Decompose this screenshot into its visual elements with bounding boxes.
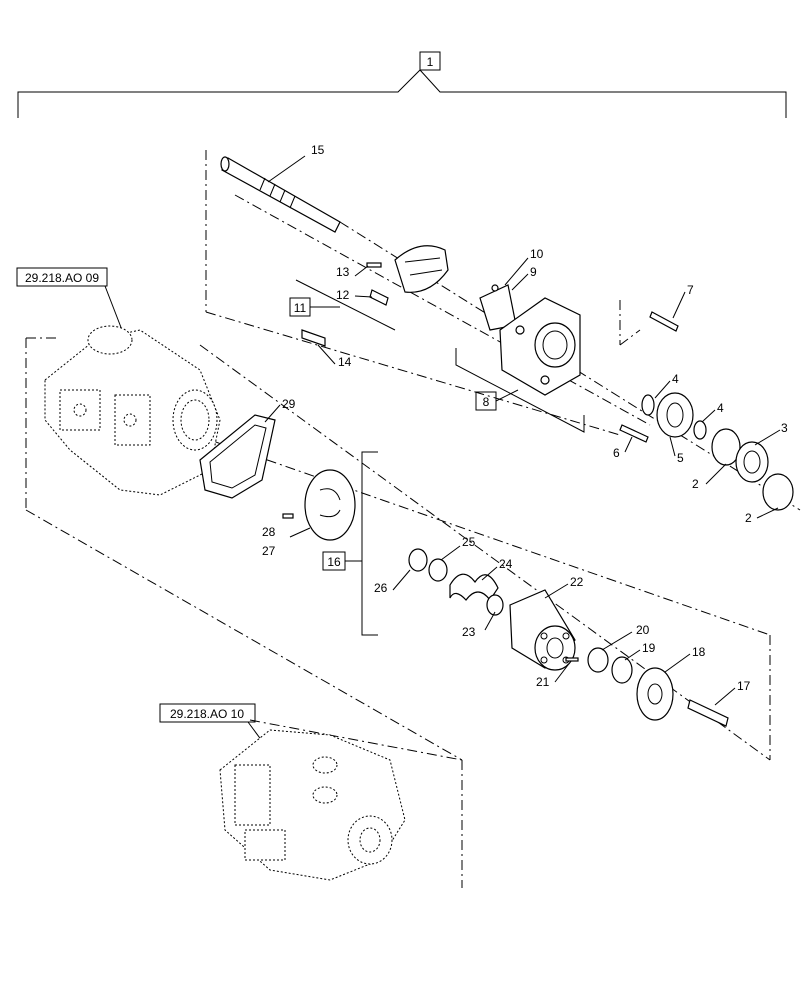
callout-20: 20 xyxy=(636,623,650,637)
ref-text-top: 29.218.AO 09 xyxy=(25,271,99,285)
callout-12: 12 xyxy=(336,288,350,302)
cylinder-block xyxy=(509,589,579,671)
bolts-upper xyxy=(619,311,679,443)
callout-leaders xyxy=(264,155,781,706)
retainer-set xyxy=(587,647,729,727)
box-label-8-group: 8 xyxy=(455,348,585,433)
spring-set xyxy=(408,548,504,616)
callout-2-upper: 2 xyxy=(692,477,699,491)
callout-5: 5 xyxy=(677,451,684,465)
callout-4-right: 4 xyxy=(717,401,724,415)
callout-15: 15 xyxy=(311,143,325,157)
callout-7: 7 xyxy=(687,283,694,297)
callout-numbers: 15 13 12 14 10 9 7 4 4 3 2 2 5 6 29 28 2… xyxy=(262,143,788,693)
bearing-seal-rings xyxy=(641,392,794,511)
box-label-1-frame xyxy=(419,51,441,71)
callout-26: 26 xyxy=(374,581,388,595)
ref-box-top-frame xyxy=(16,267,108,287)
callout-2-lower: 2 xyxy=(745,511,752,525)
pump-housing-left xyxy=(44,325,221,496)
callout-9: 9 xyxy=(530,265,537,279)
box-label-11: 11 xyxy=(294,301,307,315)
callout-24: 24 xyxy=(499,557,513,571)
drive-shaft xyxy=(220,156,341,233)
callout-28: 28 xyxy=(262,525,276,539)
callout-6: 6 xyxy=(613,446,620,460)
box-label-11-group: 11 xyxy=(289,279,396,331)
callout-25: 25 xyxy=(462,535,476,549)
end-cover xyxy=(499,297,581,396)
callout-23: 23 xyxy=(462,625,476,639)
ref-text-bottom: 29.218.AO 10 xyxy=(170,707,244,721)
axis-lines xyxy=(25,150,801,888)
assembly-bracket: 1 xyxy=(17,51,787,118)
callout-19: 19 xyxy=(642,641,656,655)
ref-box-bottom[interactable]: 29.218.AO 10 xyxy=(159,703,266,746)
callout-10: 10 xyxy=(530,247,544,261)
callout-3: 3 xyxy=(781,421,788,435)
box-label-16: 16 xyxy=(327,555,341,569)
ref-box-bottom-frame xyxy=(159,703,256,723)
pump-housing-bottom xyxy=(219,729,406,881)
box-label-1: 1 xyxy=(427,55,434,69)
callout-14: 14 xyxy=(338,355,352,369)
gasket xyxy=(199,414,276,499)
box-label-16-group: 16 xyxy=(322,451,378,636)
callout-27: 27 xyxy=(262,544,276,558)
callout-29: 29 xyxy=(282,397,296,411)
callout-21: 21 xyxy=(536,675,550,689)
callout-13: 13 xyxy=(336,265,350,279)
callout-17: 17 xyxy=(737,679,751,693)
callout-18: 18 xyxy=(692,645,706,659)
box-label-8: 8 xyxy=(483,395,490,409)
swashplate-assembly xyxy=(301,245,449,347)
valve-plate xyxy=(282,469,356,541)
ref-box-top[interactable]: 29.218.AO 09 xyxy=(16,267,123,331)
callout-22: 22 xyxy=(570,575,584,589)
callout-4-left: 4 xyxy=(672,372,679,386)
